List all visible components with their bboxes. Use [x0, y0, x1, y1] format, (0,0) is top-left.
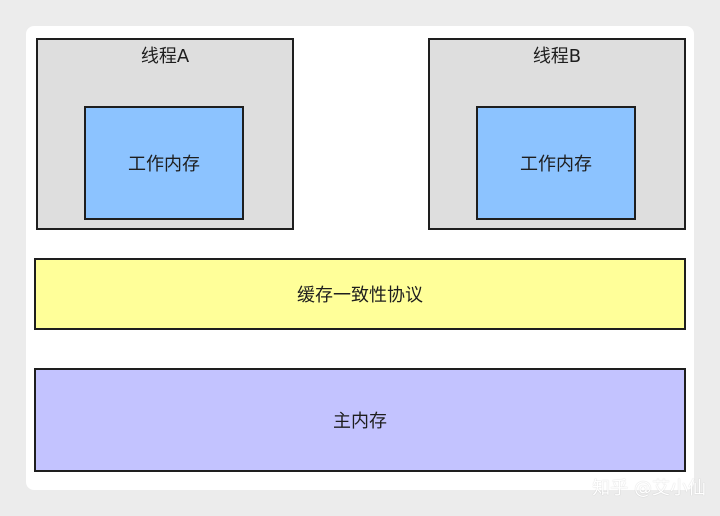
thread-b-work-memory: 工作内存	[476, 106, 636, 220]
cache-coherence-protocol-box: 缓存一致性协议	[34, 258, 686, 330]
thread-a-label: 线程A	[140, 46, 190, 67]
thread-a-work-memory-label: 工作内存	[128, 154, 200, 175]
main-memory-label: 主内存	[333, 411, 387, 432]
cache-coherence-protocol-label: 缓存一致性协议	[297, 285, 423, 306]
thread-a-work-memory: 工作内存	[84, 106, 244, 220]
zhihu-watermark: 知乎 @艾小仙	[592, 478, 706, 499]
thread-a-box: 线程A 工作内存	[36, 38, 294, 230]
thread-b-box: 线程B 工作内存	[428, 38, 686, 230]
diagram-canvas: 线程A 工作内存 线程B 工作内存 缓存一致性协议 主内存	[26, 26, 694, 490]
thread-b-work-memory-label: 工作内存	[520, 154, 592, 175]
main-memory-box: 主内存	[34, 368, 686, 472]
thread-b-label: 线程B	[532, 46, 582, 67]
